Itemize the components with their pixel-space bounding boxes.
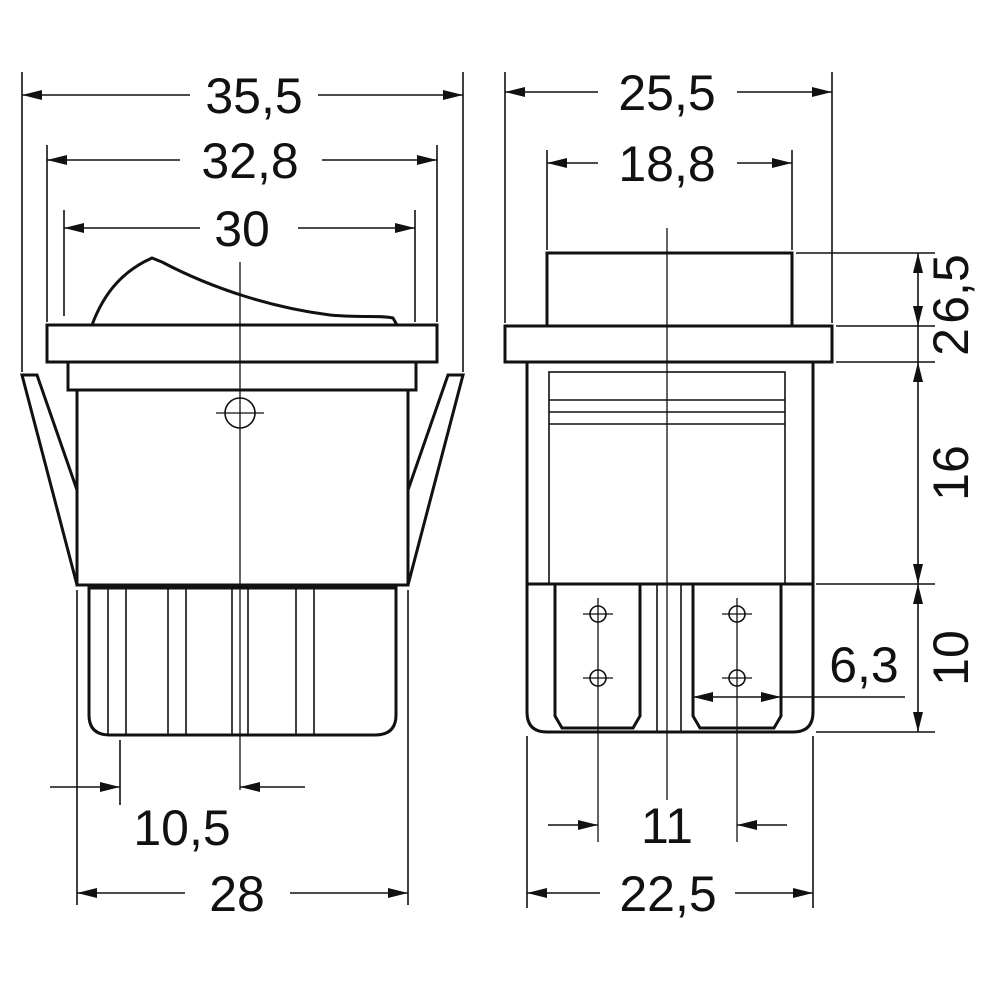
side-switch-body xyxy=(525,360,815,586)
dim-side-overall-width: 25,5 xyxy=(505,65,832,121)
side-rocker xyxy=(545,251,794,328)
dim-label-30: 30 xyxy=(214,201,270,257)
front-view: 35,5 32,8 30 10,5 28 xyxy=(20,68,465,922)
dim-side-terminal-width: 6,3 xyxy=(693,637,905,702)
right-snap-clip xyxy=(406,373,465,586)
dim-label-25-5: 25,5 xyxy=(618,65,715,121)
dim-front-overall-width: 35,5 xyxy=(22,68,463,124)
dim-side-rocker-width: 18,8 xyxy=(547,136,792,192)
front-terminal-block xyxy=(87,586,398,737)
rocker-actuator xyxy=(89,256,400,327)
dim-label-2: 2 xyxy=(923,328,979,356)
dim-front-terminal-pitch: 10,5 xyxy=(50,782,305,856)
front-bezel-neck xyxy=(66,360,418,392)
front-bezel xyxy=(45,323,439,364)
dim-side-terminal-pitch: 11 xyxy=(548,798,787,854)
dim-front-body-width: 28 xyxy=(77,866,408,922)
dim-label-18-8: 18,8 xyxy=(618,136,715,192)
dim-front-bezel-width: 32,8 xyxy=(47,133,437,189)
front-switch-body xyxy=(75,388,410,587)
dim-side-body-depth: 22,5 xyxy=(527,866,813,922)
dim-front-rocker-width: 30 xyxy=(64,201,415,257)
dim-label-6-5: 6,5 xyxy=(923,254,979,324)
dim-label-10-5: 10,5 xyxy=(133,800,230,856)
dim-label-6-3: 6,3 xyxy=(829,637,899,693)
dim-label-16: 16 xyxy=(923,445,979,501)
dim-label-32-8: 32,8 xyxy=(201,133,298,189)
side-view: 25,5 18,8 6,5 2 16 10 6,3 11 xyxy=(503,65,979,922)
dim-label-35-5: 35,5 xyxy=(205,68,302,124)
front-terminal-separators xyxy=(107,588,315,735)
dim-label-11: 11 xyxy=(641,798,693,854)
side-bezel xyxy=(503,324,834,364)
left-snap-clip xyxy=(20,373,79,586)
dim-label-28: 28 xyxy=(209,866,265,922)
dim-label-22-5: 22,5 xyxy=(619,866,716,922)
dim-label-10: 10 xyxy=(923,630,979,686)
terminal-hole-centerlines xyxy=(583,598,752,842)
